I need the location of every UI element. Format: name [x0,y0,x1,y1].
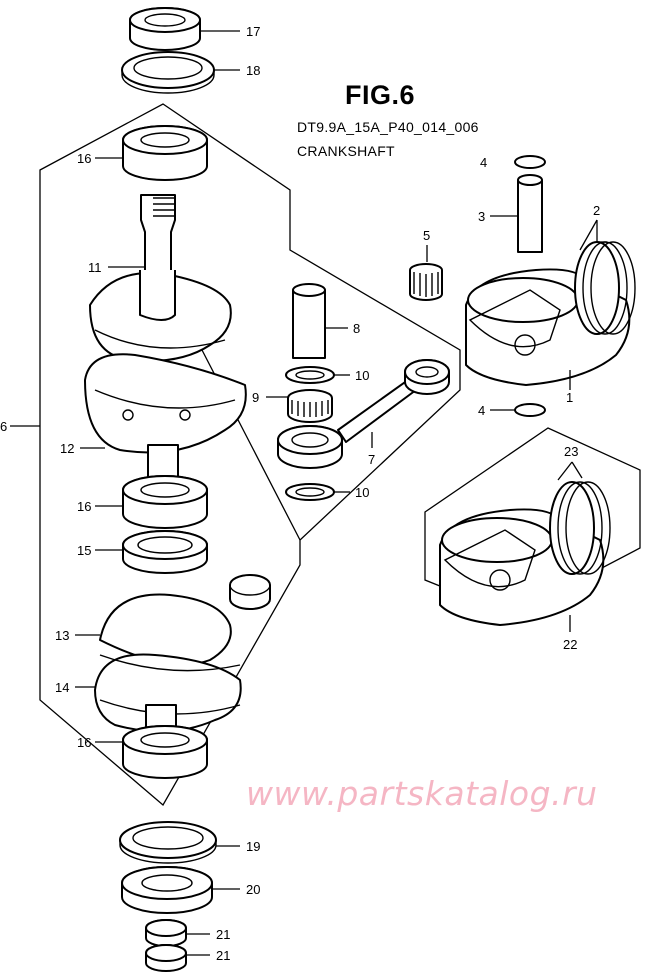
callout-4: 4 [480,155,487,170]
seal-21-top [145,919,187,947]
callout-17: 17 [246,24,260,39]
piston-1 [465,241,636,386]
needle-bearing-5 [409,263,443,301]
piston-pin-3 [517,174,543,253]
crankpin-8 [292,283,326,359]
figure-code: DT9.9A_15A_P40_014_006 [297,119,479,135]
bearing-16-top [122,125,208,181]
bearing-16-bottom [122,725,208,779]
needle-bearing-9 [287,389,333,423]
callout-22: 22 [563,637,577,652]
callout-11: 11 [88,260,102,275]
connecting-rod-7 [277,359,450,469]
callout-9: 9 [252,390,259,405]
figure-name: CRANKSHAFT [297,143,395,159]
callout-16: 16 [77,499,91,514]
callout-13: 13 [55,628,69,643]
washer-10-bottom [285,483,335,501]
callout-10: 10 [355,485,369,500]
oil-seal-20 [121,866,213,914]
circlip-4-bottom [514,403,546,417]
callout-16: 16 [77,735,91,750]
callout-20: 20 [246,882,260,897]
callout-15: 15 [77,543,91,558]
callout-12: 12 [60,441,74,456]
callout-23: 23 [564,444,578,459]
callout-21: 21 [216,927,230,942]
watermark-text: www.partskatalog.ru [246,774,598,813]
circlip-4-top [514,155,546,169]
callout-3: 3 [478,209,485,224]
callout-16: 16 [77,151,91,166]
callout-5: 5 [423,228,430,243]
upper-crankshaft [84,194,247,481]
figure-title: FIG.6 [345,80,416,110]
piston-22 [439,481,611,626]
crankshaft-assembly-outline [39,103,461,807]
callout-18: 18 [246,63,260,78]
callout-7: 7 [368,452,375,467]
lower-crankshaft [94,574,271,733]
ring-18 [121,51,215,94]
seal-15 [122,530,208,574]
bearing-16-middle [122,475,208,529]
callout-8: 8 [353,321,360,336]
oil-seal-17 [129,7,201,51]
callout-6: 6 [0,419,7,434]
ring-19 [119,821,217,864]
callout-19: 19 [246,839,260,854]
seal-21-bottom [145,944,187,972]
callout-2: 2 [593,203,600,218]
callout-1: 1 [566,390,573,405]
callout-14: 14 [55,680,69,695]
callout-4: 4 [478,403,485,418]
callout-10: 10 [355,368,369,383]
callout-21: 21 [216,948,230,963]
piston-kit-outline [424,427,641,616]
callout-labels: 17 18 16 11 6 12 16 15 13 14 16 19 20 21… [0,24,600,963]
washer-10-top [285,366,335,384]
leader-lines [10,30,607,956]
